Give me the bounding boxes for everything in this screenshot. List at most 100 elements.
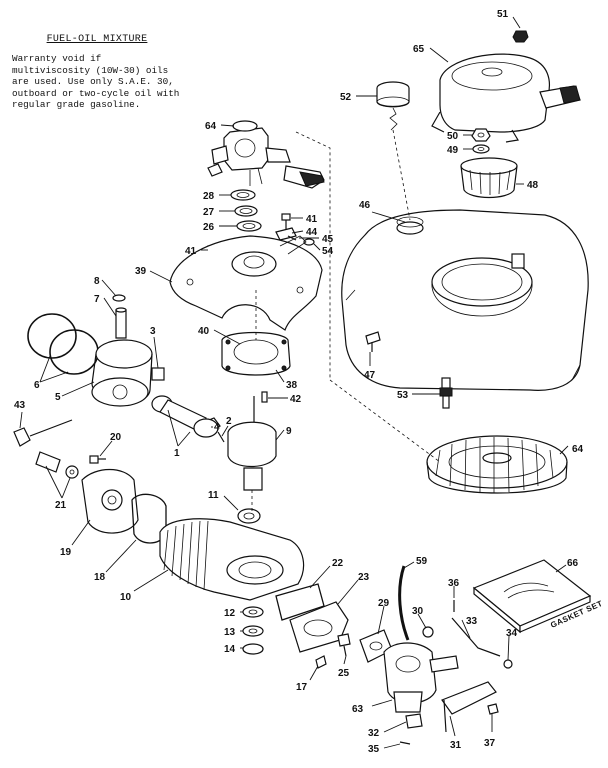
part-49-washer <box>472 144 490 154</box>
callout-30: 30 <box>412 606 424 617</box>
callout-20: 20 <box>110 432 122 443</box>
part-50-nut <box>471 128 491 142</box>
part-52-fuel-cap <box>376 81 410 131</box>
callout-29: 29 <box>378 598 390 609</box>
callout-64-upper: 64 <box>205 121 217 132</box>
callout-14: 14 <box>224 644 236 655</box>
callout-5: 5 <box>55 392 61 403</box>
part-23-intake-manifold <box>289 601 349 653</box>
callout-1: 1 <box>174 448 180 459</box>
callout-43: 43 <box>14 400 26 411</box>
callout-45: 45 <box>322 234 334 245</box>
leader-lines <box>19 16 569 749</box>
part-65-recoil-starter <box>431 53 581 143</box>
part-14-ring <box>242 643 264 655</box>
callout-18: 18 <box>94 572 106 583</box>
part-34-nut <box>503 659 513 669</box>
callout-64-lower: 64 <box>572 444 584 455</box>
part-42-key <box>261 391 268 403</box>
part-17-screw <box>315 655 327 669</box>
callout-42: 42 <box>290 394 302 405</box>
callout-50: 50 <box>447 131 459 142</box>
callout-27: 27 <box>203 207 215 218</box>
part-53-spark-plug <box>439 377 453 409</box>
alignment-lines <box>251 129 441 512</box>
callout-31: 31 <box>450 740 462 751</box>
callout-3: 3 <box>150 326 156 337</box>
callout-46: 46 <box>359 200 371 211</box>
callout-25: 25 <box>338 668 350 679</box>
part-64-flywheel <box>426 435 568 494</box>
callout-2: 2 <box>226 416 232 427</box>
callout-6: 6 <box>34 380 40 391</box>
callout-32: 32 <box>368 728 380 739</box>
callout-38: 38 <box>286 380 298 391</box>
part-66-gasket-set-box <box>472 559 592 634</box>
part-5-piston <box>91 339 153 407</box>
callout-11: 11 <box>208 490 219 501</box>
part-21-fuel-fitting <box>35 451 79 479</box>
part-47-screw <box>365 331 381 352</box>
part-10-cylinder-crankcase <box>159 518 305 601</box>
callout-41-left: 41 <box>185 246 197 257</box>
part-39-armature-plate <box>169 235 323 331</box>
part-13-washer <box>242 625 264 637</box>
callout-8: 8 <box>94 276 100 287</box>
part-6-piston-rings <box>27 313 99 375</box>
callout-40: 40 <box>198 326 210 337</box>
part-43-fuel-elbow <box>13 419 73 447</box>
part-32-bowl-nut <box>405 713 423 729</box>
part-37-screw <box>487 703 499 715</box>
callout-labels: 51 65 52 50 49 48 46 64 28 27 26 41 44 4… <box>14 9 584 755</box>
callout-49: 49 <box>447 145 459 156</box>
callout-21: 21 <box>55 500 67 511</box>
part-11-bearing <box>237 508 261 524</box>
callout-23: 23 <box>358 572 370 583</box>
part-8-retainer <box>112 294 126 302</box>
part-54-washer <box>303 238 315 246</box>
note-body: Warranty void if multiviscosity (10W-30)… <box>12 53 180 110</box>
part-1-connecting-rod <box>151 395 219 438</box>
part-64-carburetor-assembly <box>207 120 325 189</box>
part-30-screw <box>422 626 434 638</box>
part-59-fuel-line <box>398 565 410 641</box>
callout-65: 65 <box>413 44 425 55</box>
part-20-screw <box>89 455 106 464</box>
part-63-carburetor <box>383 642 459 713</box>
part-3-needle-bearing <box>151 367 165 381</box>
part-48-starter-cup <box>460 157 518 199</box>
callout-39: 39 <box>135 266 147 277</box>
callout-17: 17 <box>296 682 308 693</box>
callout-4: 4 <box>214 422 220 433</box>
part-19-reed-plate <box>81 469 139 534</box>
part-45-screw <box>287 235 297 241</box>
callout-41-upper: 41 <box>306 214 318 225</box>
part-12-seal <box>242 606 264 618</box>
callout-51: 51 <box>497 9 509 20</box>
callout-9: 9 <box>286 426 292 437</box>
callout-28: 28 <box>203 191 215 202</box>
callout-33: 33 <box>466 616 478 627</box>
callout-54: 54 <box>322 246 334 257</box>
fuel-oil-note: FUEL-OIL MIXTURE Warranty void if multiv… <box>12 34 182 111</box>
part-22-gasket <box>275 583 325 621</box>
callout-66: 66 <box>567 558 579 569</box>
part-2-rod-screw <box>217 431 225 443</box>
callout-48: 48 <box>527 180 539 191</box>
callout-7: 7 <box>94 294 100 305</box>
callout-35: 35 <box>368 744 380 755</box>
part-41-screw-upper <box>281 213 291 230</box>
part-26-retainer <box>236 220 262 232</box>
part-46-blower-housing <box>341 209 589 391</box>
callout-52: 52 <box>340 92 352 103</box>
callout-63: 63 <box>352 704 364 715</box>
callout-37: 37 <box>484 738 496 749</box>
part-33-link-rod <box>451 617 501 657</box>
callout-44: 44 <box>306 227 318 238</box>
callout-12: 12 <box>224 608 236 619</box>
callout-22: 22 <box>332 558 344 569</box>
callout-34: 34 <box>506 628 518 639</box>
part-31-throttle-plate <box>441 681 497 733</box>
